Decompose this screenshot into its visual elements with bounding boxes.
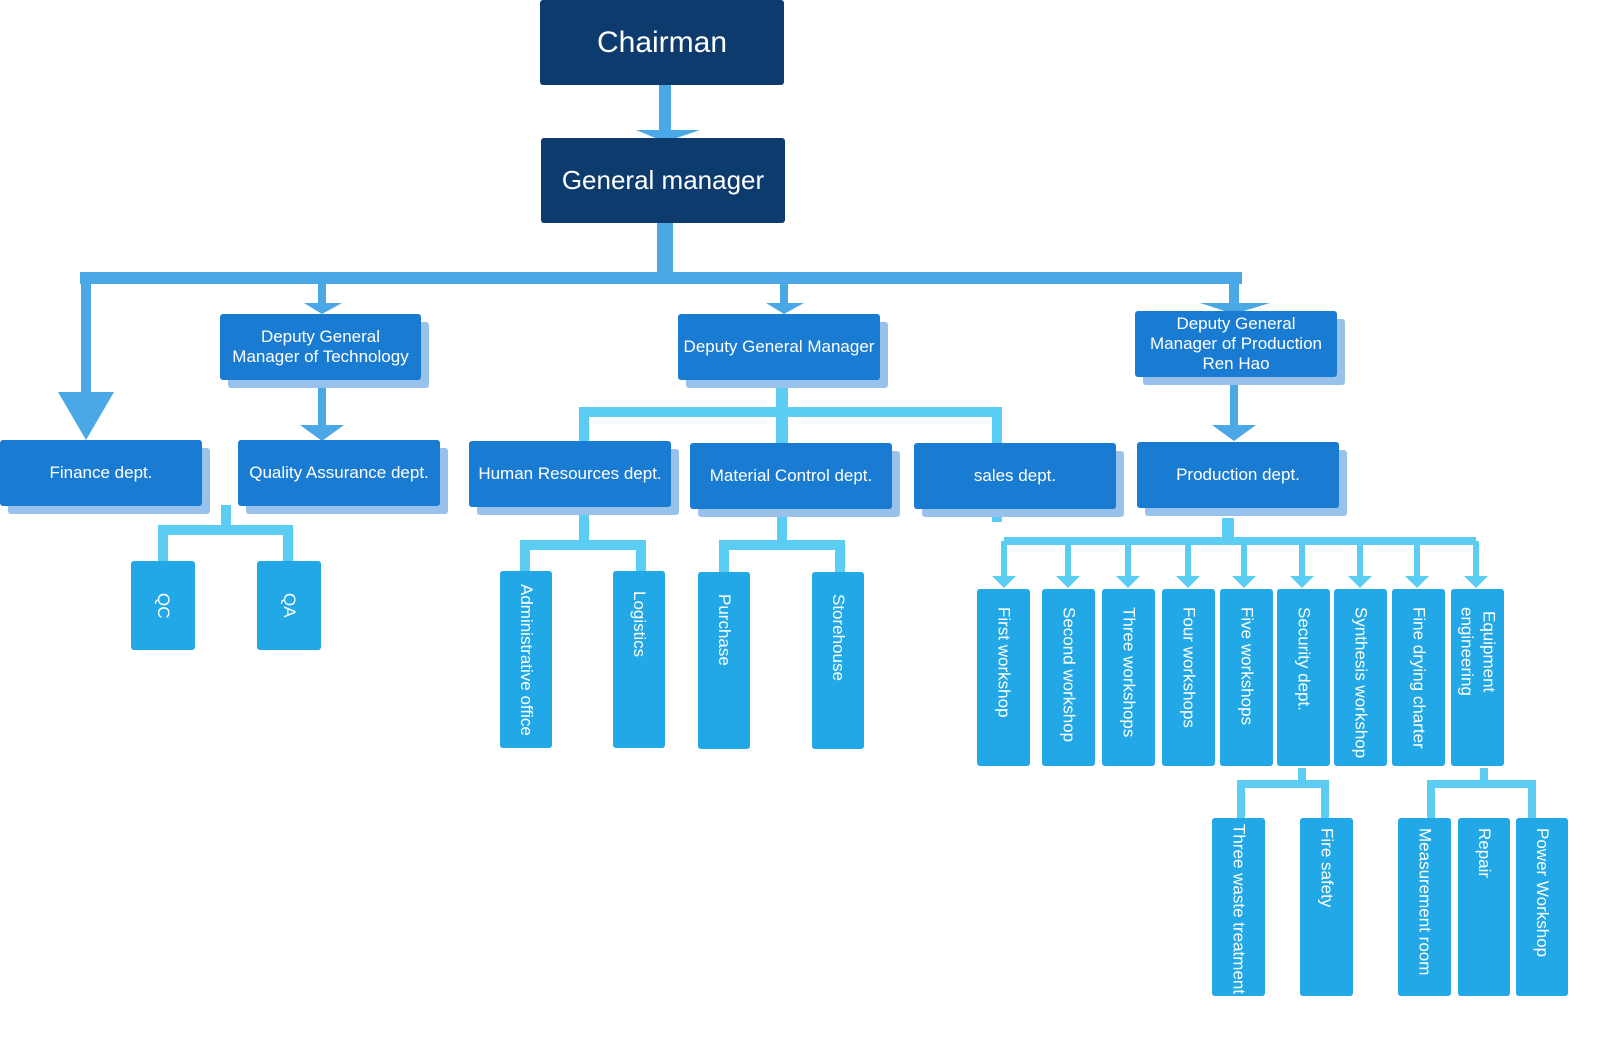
general-manager-node: General manager [541, 138, 785, 223]
production-dept-node: Production dept. [1137, 442, 1339, 508]
power-workshop-label: Power Workshop [1533, 828, 1552, 958]
four-workshops-label: Four workshops [1179, 607, 1199, 728]
second-workshop-label: Second workshop [1059, 607, 1079, 743]
chairman-node: Chairman [540, 0, 784, 85]
first-workshop-label: First workshop [994, 607, 1014, 718]
fine-drying-charter-label: Fine drying charter [1409, 607, 1429, 749]
equipment-engineering-node: Equipment engineering [1451, 589, 1504, 766]
first-workshop-node: First workshop [977, 589, 1030, 766]
storehouse-node: Storehouse [812, 572, 864, 749]
sales-dept-node: sales dept. [914, 443, 1116, 509]
four-workshops-node: Four workshops [1162, 589, 1215, 766]
three-waste-treatment-node: Three waste treatment [1212, 818, 1265, 996]
fire-safety-node: Fire safety [1300, 818, 1353, 996]
qa-label: QA [280, 593, 299, 618]
qa-node: QA [257, 561, 321, 650]
qc-label: QC [154, 592, 173, 619]
human-resources-dept-node: Human Resources dept. [469, 441, 671, 507]
material-control-dept-node: Material Control dept. [690, 443, 892, 509]
qc-node: QC [131, 561, 195, 650]
measurement-room-node: Measurement room [1398, 818, 1451, 996]
five-workshops-label: Five workshops [1237, 607, 1257, 726]
purchase-node: Purchase [698, 572, 750, 749]
storehouse-label: Storehouse [829, 594, 848, 681]
logistics-label: Logistics [630, 591, 649, 658]
second-workshop-node: Second workshop [1042, 589, 1095, 766]
deputy-gm-technology-node: Deputy General Manager of Technology [220, 314, 421, 380]
measurement-room-label: Measurement room [1415, 828, 1435, 976]
fine-drying-charter-node: Fine drying charter [1392, 589, 1445, 766]
repair-node: Repair [1458, 818, 1510, 996]
five-workshops-node: Five workshops [1220, 589, 1273, 766]
three-waste-treatment-label: Three waste treatment [1229, 824, 1249, 995]
logistics-node: Logistics [613, 571, 665, 748]
synthesis-workshop-label: Synthesis workshop [1351, 607, 1371, 759]
fire-safety-label: Fire safety [1317, 828, 1337, 908]
repair-label: Repair [1475, 828, 1494, 879]
three-workshops-label: Three workshops [1119, 607, 1139, 738]
three-workshops-node: Three workshops [1102, 589, 1155, 766]
purchase-label: Purchase [715, 594, 734, 666]
deputy-gm-production-node: Deputy General Manager of Production Ren… [1135, 311, 1337, 377]
finance-dept-node: Finance dept. [0, 440, 202, 506]
synthesis-workshop-node: Synthesis workshop [1334, 589, 1387, 766]
quality-assurance-dept-node: Quality Assurance dept. [238, 440, 440, 506]
administrative-office-label: Administrative office [517, 583, 536, 736]
security-dept-label: Security dept. [1294, 607, 1314, 711]
equipment-engineering-label: Equipment engineering [1457, 607, 1499, 696]
deputy-gm-node: Deputy General Manager [678, 314, 880, 380]
power-workshop-node: Power Workshop [1516, 818, 1568, 996]
administrative-office-node: Administrative office [500, 571, 552, 748]
security-dept-node: Security dept. [1277, 589, 1330, 766]
